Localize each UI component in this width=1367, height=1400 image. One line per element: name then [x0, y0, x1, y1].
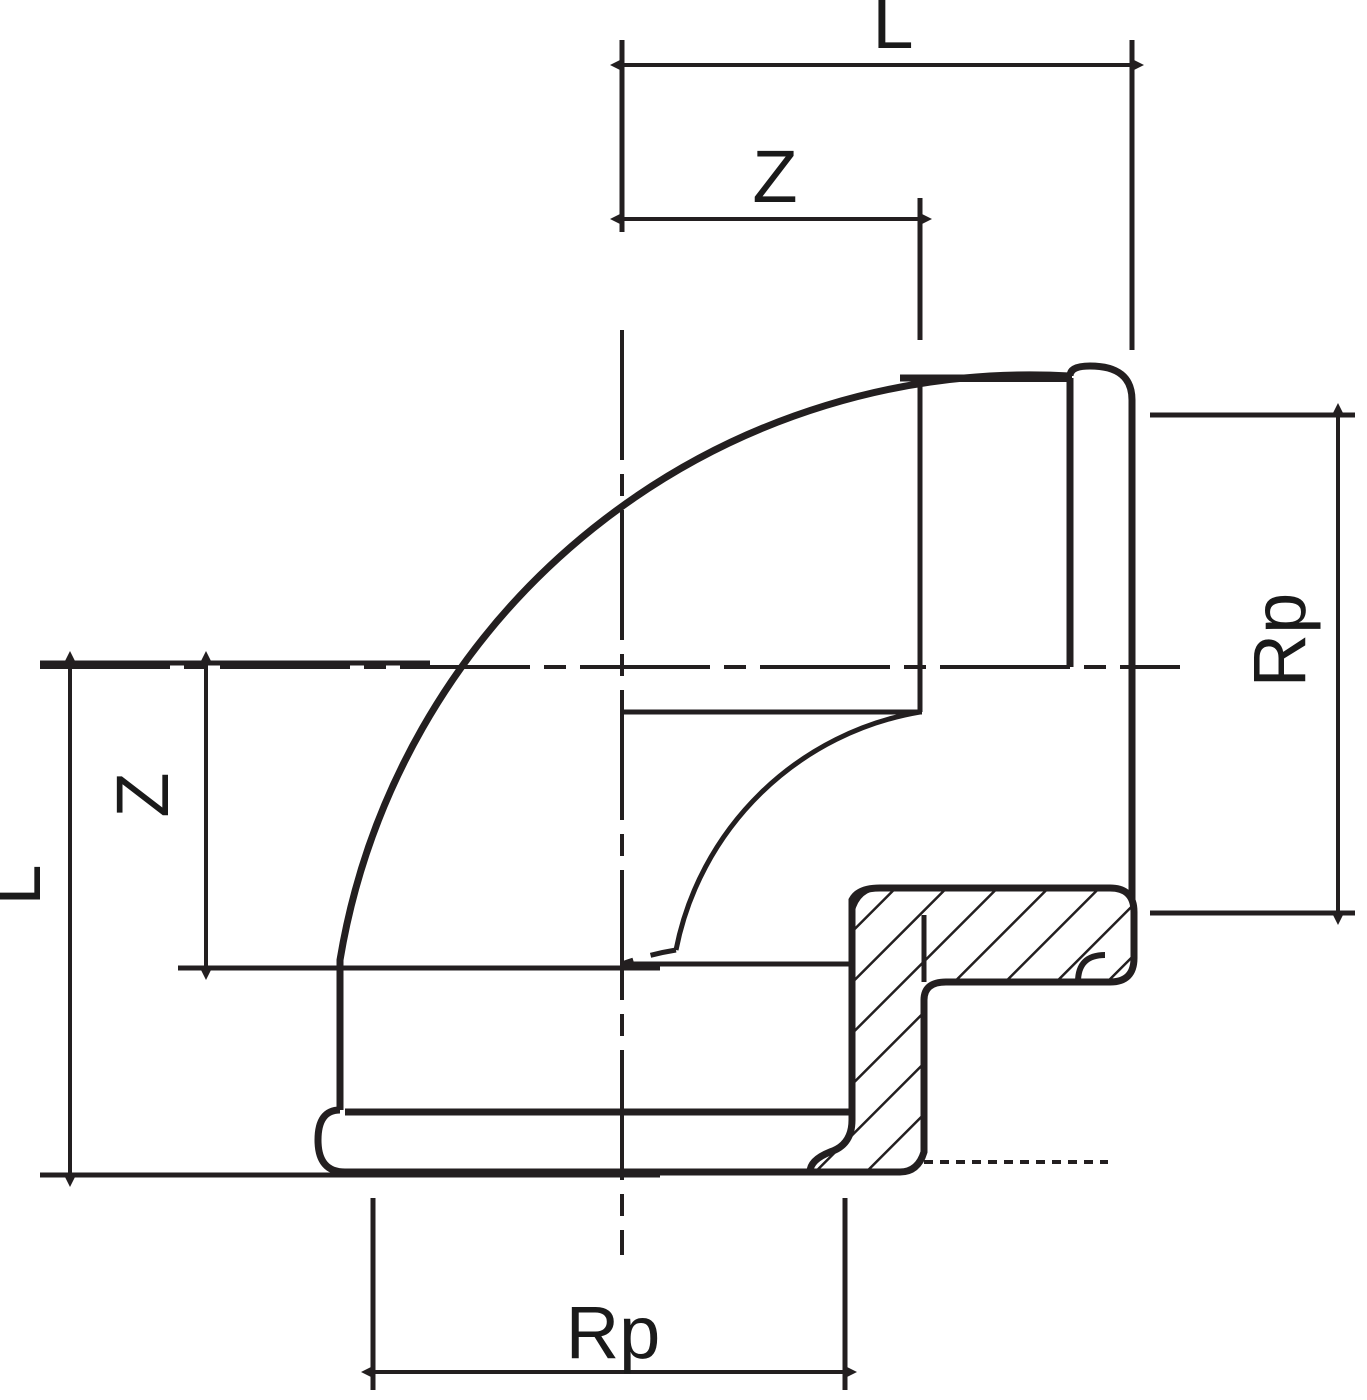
dimension-Z-top	[610, 198, 932, 340]
dimension-label-Rp-right: Rp	[1238, 593, 1321, 688]
section-inner-corner	[849, 885, 927, 982]
socket-shoulder-lines	[860, 378, 1108, 1164]
dimension-label-L-left: L	[0, 864, 56, 905]
dimension-Rp-bottom	[361, 1198, 857, 1390]
socket-bead-right	[1066, 362, 1136, 963]
section-hatching	[806, 884, 1138, 1176]
dimension-Z-left	[178, 651, 660, 980]
dimension-label-Z-left: Z	[101, 772, 184, 817]
dimension-Rp-right	[1150, 403, 1355, 925]
arm-rim-detail	[1075, 952, 1106, 983]
outer-elbow-arc	[336, 371, 1071, 1110]
dimension-L-top	[610, 40, 1144, 350]
dimension-label-L-top: L	[872, 0, 913, 64]
dimension-label-Rp-bottom: Rp	[566, 1291, 661, 1374]
dimension-label-Z-top: Z	[752, 135, 797, 218]
socket-bead-bottom	[314, 1106, 858, 1176]
